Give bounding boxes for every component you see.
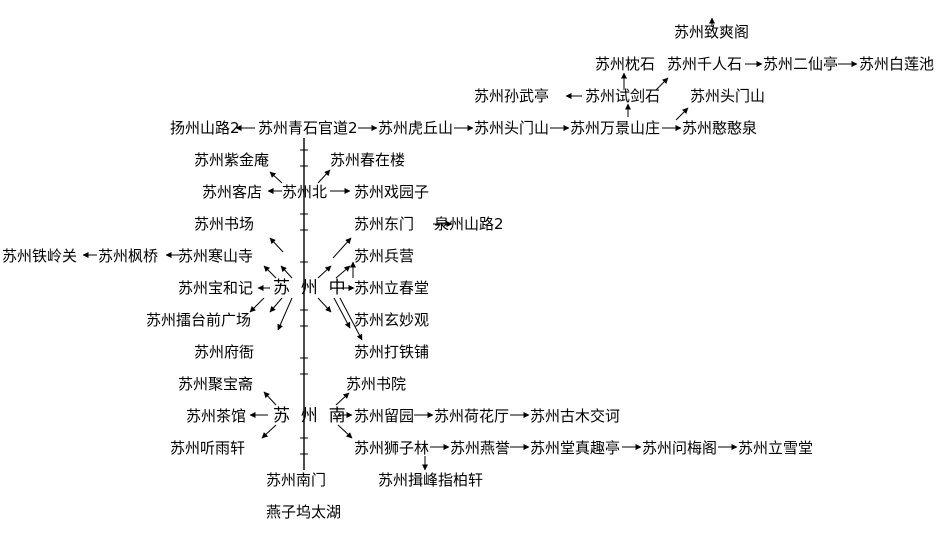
arrow: [675, 107, 689, 121]
arrow: [317, 265, 332, 279]
node-chaguan[interactable]: 苏州茶馆: [186, 407, 246, 425]
node-zhifeng[interactable]: 苏州揖峰指柏轩: [378, 471, 483, 489]
node-yanziwu[interactable]: 燕子坞太湖: [266, 503, 341, 521]
connectors: [82, 17, 858, 471]
node-tingyu[interactable]: 苏州听雨轩: [170, 439, 245, 457]
node-shijianshi[interactable]: 苏州试剑石: [585, 87, 660, 105]
node-zijinan[interactable]: 苏州紫金庵: [194, 151, 269, 169]
node-gumu[interactable]: 苏州古木交诃: [530, 407, 620, 425]
arrow: [335, 392, 350, 406]
node-quanzhou[interactable]: 泉州山路2: [434, 215, 504, 233]
node-zhenshi[interactable]: 苏州枕石: [595, 55, 655, 73]
node-nanmen[interactable]: 苏州南门: [266, 471, 326, 489]
location-labels: 苏州致爽阁 苏州枕石 苏州千人石 苏州二仙亭 苏州白莲池 苏州孙武亭 苏州试剑石…: [2, 23, 934, 521]
node-tielingguan[interactable]: 苏州铁岭关: [2, 247, 77, 265]
arrow: [339, 297, 363, 341]
node-hanhanquan[interactable]: 苏州憨憨泉: [682, 119, 757, 137]
node-datiepu[interactable]: 苏州打铁铺: [354, 343, 429, 361]
node-xuanmiao[interactable]: 苏州玄妙观: [354, 311, 429, 329]
node-shuyuan[interactable]: 苏州书院: [346, 375, 406, 393]
node-xiyuanzi[interactable]: 苏州戏园子: [354, 183, 429, 201]
node-jubaozhai[interactable]: 苏州聚宝斋: [178, 375, 253, 393]
node-baohe[interactable]: 苏州宝和记: [178, 279, 253, 297]
node-shuchang[interactable]: 苏州书场: [194, 215, 254, 233]
arrow: [263, 265, 277, 279]
node-tangzhenqu[interactable]: 苏州堂真趣亭: [530, 439, 620, 457]
arrow: [269, 171, 283, 184]
node-liuyuan[interactable]: 苏州留园: [354, 407, 414, 425]
node-toumenshan-main[interactable]: 苏州头门山: [474, 119, 549, 137]
arrow: [332, 237, 352, 259]
node-north[interactable]: 苏州北: [282, 183, 327, 201]
node-yanyu[interactable]: 苏州燕誉: [450, 439, 510, 457]
node-kedian[interactable]: 苏州客店: [202, 183, 262, 201]
arrow: [261, 424, 277, 439]
node-qingshi[interactable]: 苏州青石官道2: [258, 119, 358, 137]
node-dongmen[interactable]: 苏州东门: [354, 215, 414, 233]
node-lichuntang[interactable]: 苏州立春堂: [354, 279, 429, 297]
node-wanjing[interactable]: 苏州万景山庄: [570, 119, 660, 137]
node-leitai[interactable]: 苏州擂台前广场: [146, 311, 251, 329]
arrow: [333, 297, 351, 329]
node-qianrenshi[interactable]: 苏州千人石: [667, 55, 742, 73]
node-erxianting[interactable]: 苏州二仙亭: [763, 55, 838, 73]
arrow: [655, 77, 669, 91]
node-south[interactable]: 苏 州 南: [273, 406, 346, 426]
node-zhishuang[interactable]: 苏州致爽阁: [674, 23, 749, 41]
node-fengqiao[interactable]: 苏州枫桥: [98, 247, 158, 265]
arrow: [269, 237, 284, 253]
arrow: [335, 265, 351, 279]
node-wenmeige[interactable]: 苏州问梅阁: [642, 439, 717, 457]
node-fujie[interactable]: 苏州府衙: [194, 343, 254, 361]
node-huqiushan[interactable]: 苏州虎丘山: [378, 119, 453, 137]
node-center[interactable]: 苏 州 中: [273, 278, 346, 298]
node-hehuating[interactable]: 苏州荷花厅: [434, 407, 509, 425]
arrow: [249, 297, 265, 313]
node-toumenshan-top[interactable]: 苏州头门山: [690, 87, 765, 105]
node-sunwuting[interactable]: 苏州孙武亭: [474, 87, 549, 105]
arrow: [269, 297, 283, 313]
node-shizilin[interactable]: 苏州狮子林: [354, 439, 429, 457]
arrow: [263, 391, 277, 406]
arrow: [280, 265, 293, 279]
arrow: [317, 297, 332, 313]
node-yangzhou[interactable]: 扬州山路2: [170, 119, 240, 137]
node-lixuetang[interactable]: 苏州立雪堂: [738, 439, 813, 457]
node-bailianchi[interactable]: 苏州白莲池: [859, 55, 934, 73]
node-bingying[interactable]: 苏州兵营: [354, 247, 414, 265]
node-hanshansi[interactable]: 苏州寒山寺: [178, 247, 253, 265]
arrow: [317, 169, 331, 184]
arrow: [277, 297, 293, 331]
node-chunzailou[interactable]: 苏州春在楼: [330, 151, 405, 169]
arrow: [337, 424, 353, 439]
